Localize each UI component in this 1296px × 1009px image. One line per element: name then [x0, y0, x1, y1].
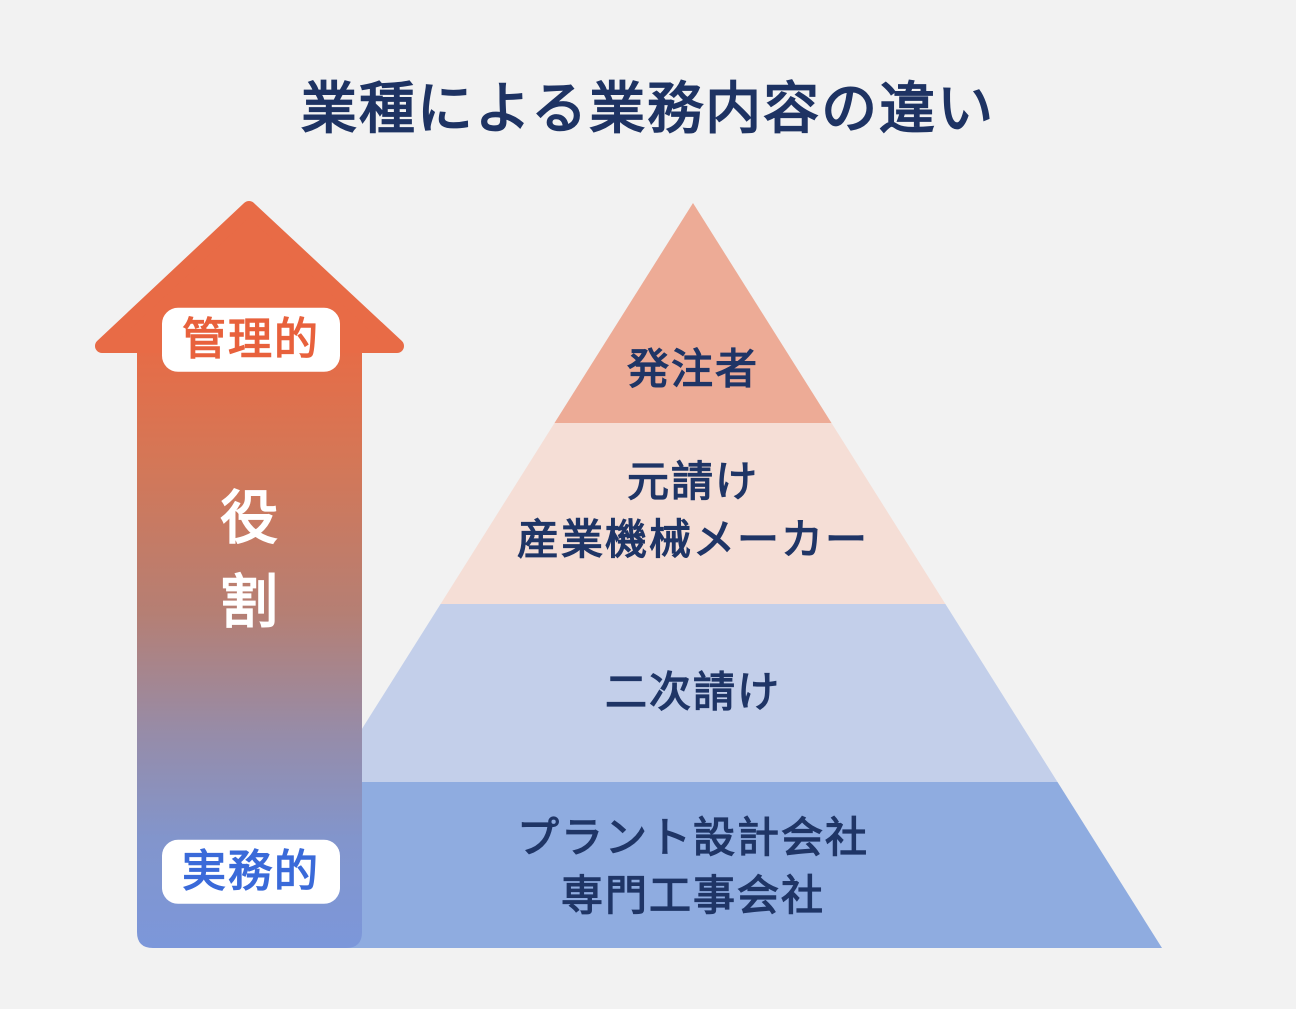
pyramid-tier3-shape	[328, 604, 1058, 782]
arrow-shaft-shape	[137, 340, 362, 948]
tier1-label-orderer: 発注者	[626, 344, 760, 394]
tier3-label-second-tier: 二次請け	[604, 667, 782, 717]
pyramid-tier2-shape	[440, 423, 946, 604]
page-title: 業種による業務内容の違い	[300, 77, 996, 142]
pyramid-tier4-shape	[224, 782, 1162, 948]
practical-badge: 実務的	[162, 839, 340, 905]
role-axis-label: 役 割	[219, 483, 279, 636]
pyramid-tier1-shape	[554, 203, 832, 423]
tier2-label-prime-contractor: 元請け 産業機械メーカー	[516, 457, 870, 564]
managerial-badge: 管理的	[162, 307, 340, 373]
tier4-label-plant-design: プラント設計会社 専門工事会社	[516, 813, 870, 920]
